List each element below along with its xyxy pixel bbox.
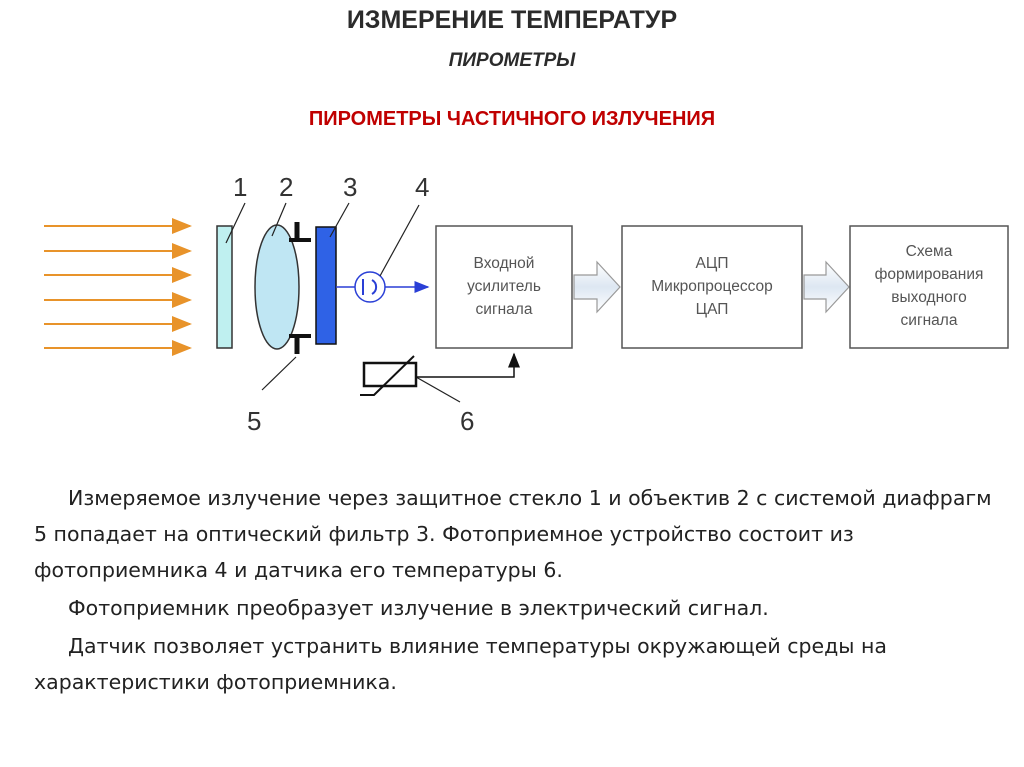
description-text: Измеряемое излучение через защитное стек…	[34, 480, 994, 702]
block-3-line-1: Схема	[906, 243, 953, 260]
block-2-line-1: АЦП	[696, 255, 729, 272]
protective-glass	[216, 225, 233, 349]
block-input-amplifier: Входной усилитель сигнала	[435, 225, 573, 349]
label-3: 3	[343, 172, 357, 202]
block-3-line-3: выходного	[891, 289, 966, 306]
label-4: 4	[415, 172, 429, 202]
diaphragms	[289, 222, 311, 354]
optical-filter	[315, 226, 337, 345]
label-6: 6	[460, 406, 474, 436]
block-2-line-3: ЦАП	[696, 301, 729, 318]
block-3-line-2: формирования	[875, 266, 984, 283]
block-1-line-1: Входной	[474, 255, 535, 272]
label-2: 2	[279, 172, 293, 202]
photodetector	[336, 271, 430, 303]
paragraph-2: Фотоприемник преобразует излучение в эле…	[68, 596, 769, 620]
block-1-line-2: усилитель	[467, 278, 541, 295]
slide-subtitle: ПИРОМЕТРЫ	[448, 50, 576, 71]
section-title: ПИРОМЕТРЫ ЧАСТИЧНОГО ИЗЛУЧЕНИЯ	[308, 108, 716, 130]
block-3-line-4: сигнала	[901, 312, 958, 329]
temperature-sensor	[360, 352, 520, 396]
leader-lines	[225, 202, 461, 403]
objective-lens	[254, 224, 300, 350]
slide-title: ИЗМЕРЕНИЕ ТЕМПЕРАТУР	[346, 6, 678, 34]
block-2-line-2: Микропроцессор	[651, 278, 772, 295]
block-arrow-1	[573, 260, 621, 314]
label-5: 5	[247, 406, 261, 436]
paragraph-3: Датчик позволяет устранить влияние темпе…	[34, 634, 887, 694]
paragraph-1: Измеряемое излучение через защитное стек…	[34, 486, 992, 582]
radiation-rays	[44, 218, 192, 356]
label-1: 1	[233, 172, 247, 202]
block-arrow-2	[803, 260, 850, 314]
pyrometer-diagram: 1 2 3 4 5 6 Входной усилитель сигнала АЦ…	[44, 172, 1009, 436]
block-output-formation: Схема формирования выходного сигнала	[849, 225, 1009, 349]
block-1-line-3: сигнала	[476, 301, 533, 318]
block-processor: АЦП Микропроцессор ЦАП	[621, 225, 803, 349]
